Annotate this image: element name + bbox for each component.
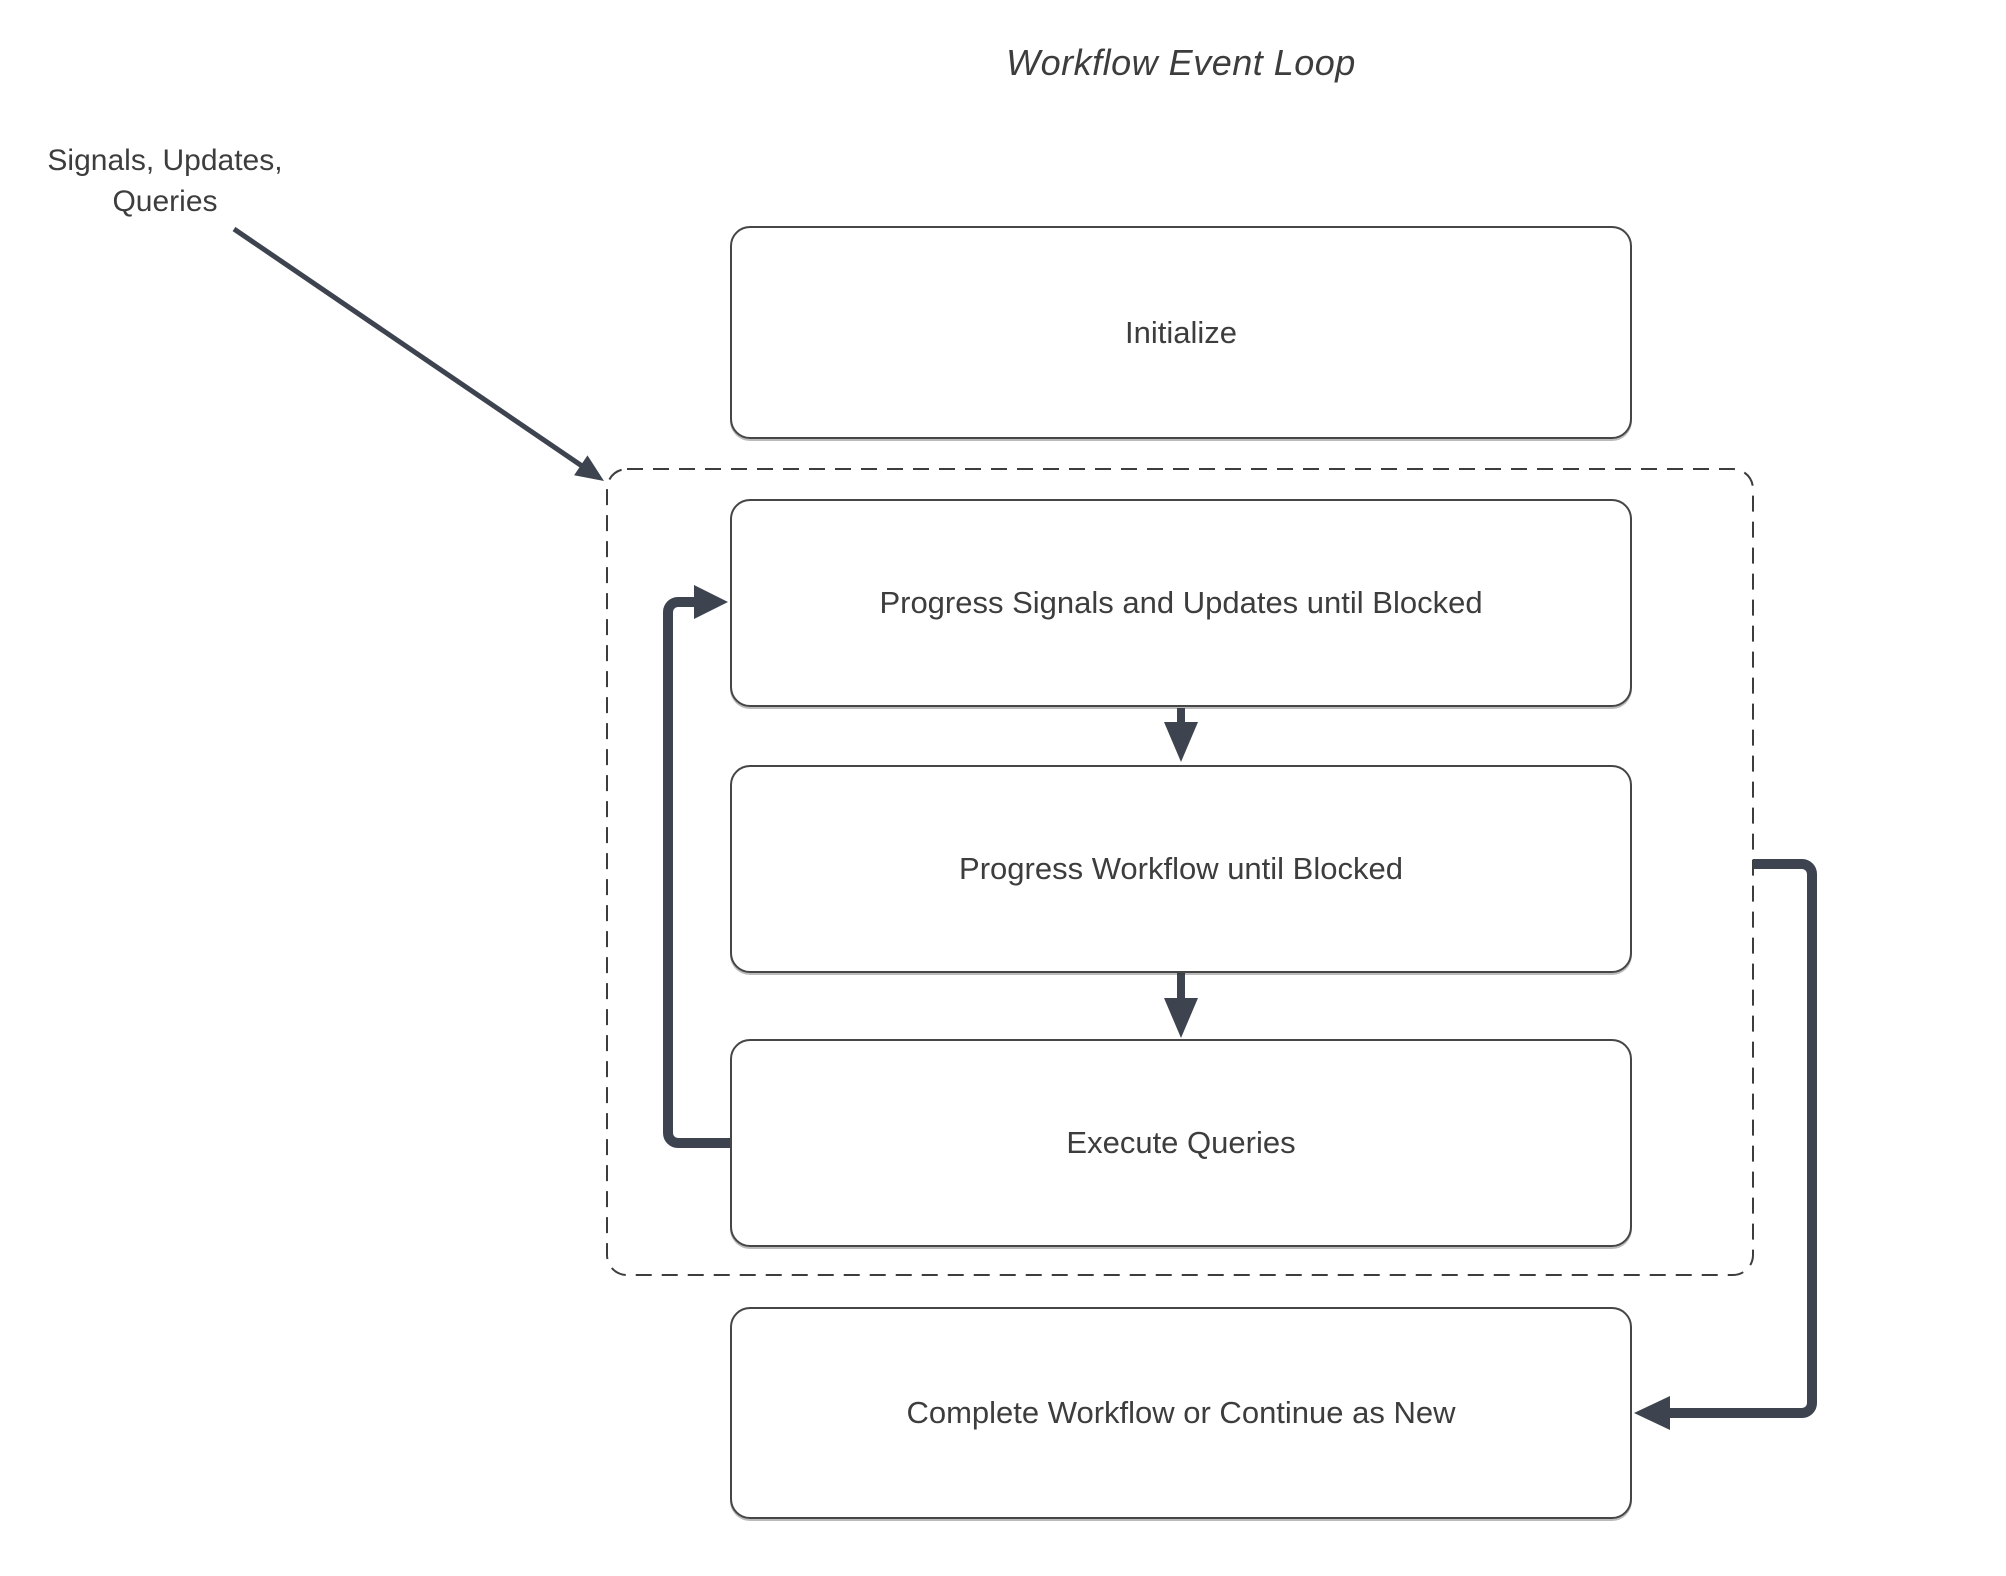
node-execute-queries-label: Execute Queries (1066, 1125, 1296, 1160)
signals-input-arrow (232, 226, 604, 481)
node-progress-signals: Progress Signals and Updates until Block… (730, 499, 1632, 707)
node-progress-workflow: Progress Workflow until Blocked (730, 765, 1632, 973)
node-progress-signals-label: Progress Signals and Updates until Block… (879, 585, 1483, 620)
node-progress-workflow-label: Progress Workflow until Blocked (959, 851, 1403, 886)
node-execute-queries: Execute Queries (730, 1039, 1632, 1247)
diagram-title: Workflow Event Loop (1006, 42, 1356, 83)
signals-updates-queries-label: Signals, Updates, Queries (47, 144, 283, 218)
exit-connector (1634, 859, 1817, 1430)
node-initialize: Initialize (730, 226, 1632, 439)
loop-back-connector (663, 585, 730, 1148)
down-arrow-signals-to-workflow (1164, 708, 1198, 762)
node-initialize-label: Initialize (1125, 314, 1237, 350)
node-complete: Complete Workflow or Continue as New (730, 1307, 1632, 1519)
down-arrow-workflow-to-queries (1164, 973, 1198, 1038)
node-complete-label: Complete Workflow or Continue as New (906, 1395, 1456, 1430)
